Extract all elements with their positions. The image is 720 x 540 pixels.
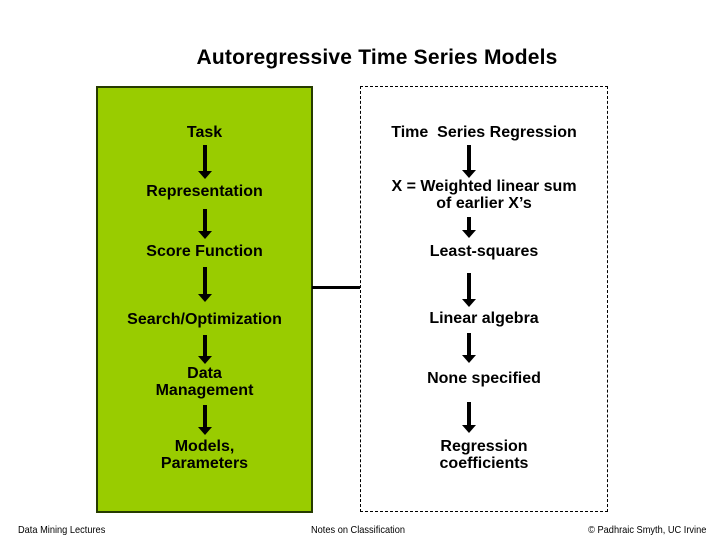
- map-label-least-squares: Least-squares: [429, 243, 539, 260]
- arrow-stem: [467, 402, 471, 426]
- regression-mapping-panel: Time Series Regression X = Weighted line…: [360, 86, 608, 512]
- step-label-models-parameters: Models, Parameters: [160, 438, 249, 472]
- step-label-data-management: Data Management: [155, 365, 254, 399]
- arrow-head: [197, 294, 212, 302]
- arrow-down-icon: [462, 217, 476, 238]
- arrow-down-icon: [462, 402, 476, 433]
- data-mining-steps-panel: Task Representation Score Function Searc…: [96, 86, 313, 513]
- slide-title: Autoregressive Time Series Models: [196, 46, 558, 69]
- arrow-stem: [202, 209, 207, 232]
- map-label-weighted-linear-sum: X = Weighted linear sum of earlier X’s: [391, 178, 577, 212]
- arrow-stem: [467, 273, 471, 300]
- panel-connector-line: [312, 286, 360, 289]
- map-label-none-specified: None specified: [427, 370, 541, 387]
- arrow-head: [462, 355, 476, 363]
- step-label-representation: Representation: [146, 183, 263, 200]
- arrow-stem: [202, 405, 207, 428]
- step-label-search-optimization: Search/Optimization: [127, 311, 282, 328]
- arrow-head: [197, 171, 212, 179]
- arrow-head: [197, 231, 212, 239]
- arrow-head: [197, 427, 212, 435]
- step-label-task: Task: [186, 124, 223, 141]
- arrow-down-icon: [197, 335, 212, 364]
- arrow-stem: [202, 267, 207, 295]
- arrow-down-icon: [197, 209, 212, 239]
- map-label-time-series-regression: Time Series Regression: [391, 124, 577, 141]
- arrow-stem: [467, 145, 471, 171]
- arrow-down-icon: [462, 333, 476, 363]
- map-label-regression-coefficients: Regression coefficients: [439, 438, 529, 472]
- arrow-head: [197, 356, 212, 364]
- arrow-down-icon: [197, 267, 212, 302]
- arrow-down-icon: [462, 145, 476, 178]
- arrow-head: [462, 170, 476, 178]
- arrow-head: [462, 425, 476, 433]
- step-label-score-function: Score Function: [146, 243, 263, 260]
- arrow-down-icon: [197, 145, 212, 179]
- footer-course-label: Data Mining Lectures: [18, 524, 106, 536]
- footer-credit-label: © Padhraic Smyth, UC Irvine: [587, 524, 706, 536]
- map-label-linear-algebra: Linear algebra: [429, 310, 539, 327]
- arrow-stem: [202, 335, 207, 357]
- arrow-stem: [467, 333, 471, 356]
- arrow-down-icon: [462, 273, 476, 307]
- arrow-stem: [467, 217, 471, 231]
- arrow-head: [462, 230, 476, 238]
- arrow-stem: [202, 145, 207, 172]
- arrow-down-icon: [197, 405, 212, 435]
- footer-topic-label: Notes on Classification: [311, 524, 405, 536]
- arrow-head: [462, 299, 476, 307]
